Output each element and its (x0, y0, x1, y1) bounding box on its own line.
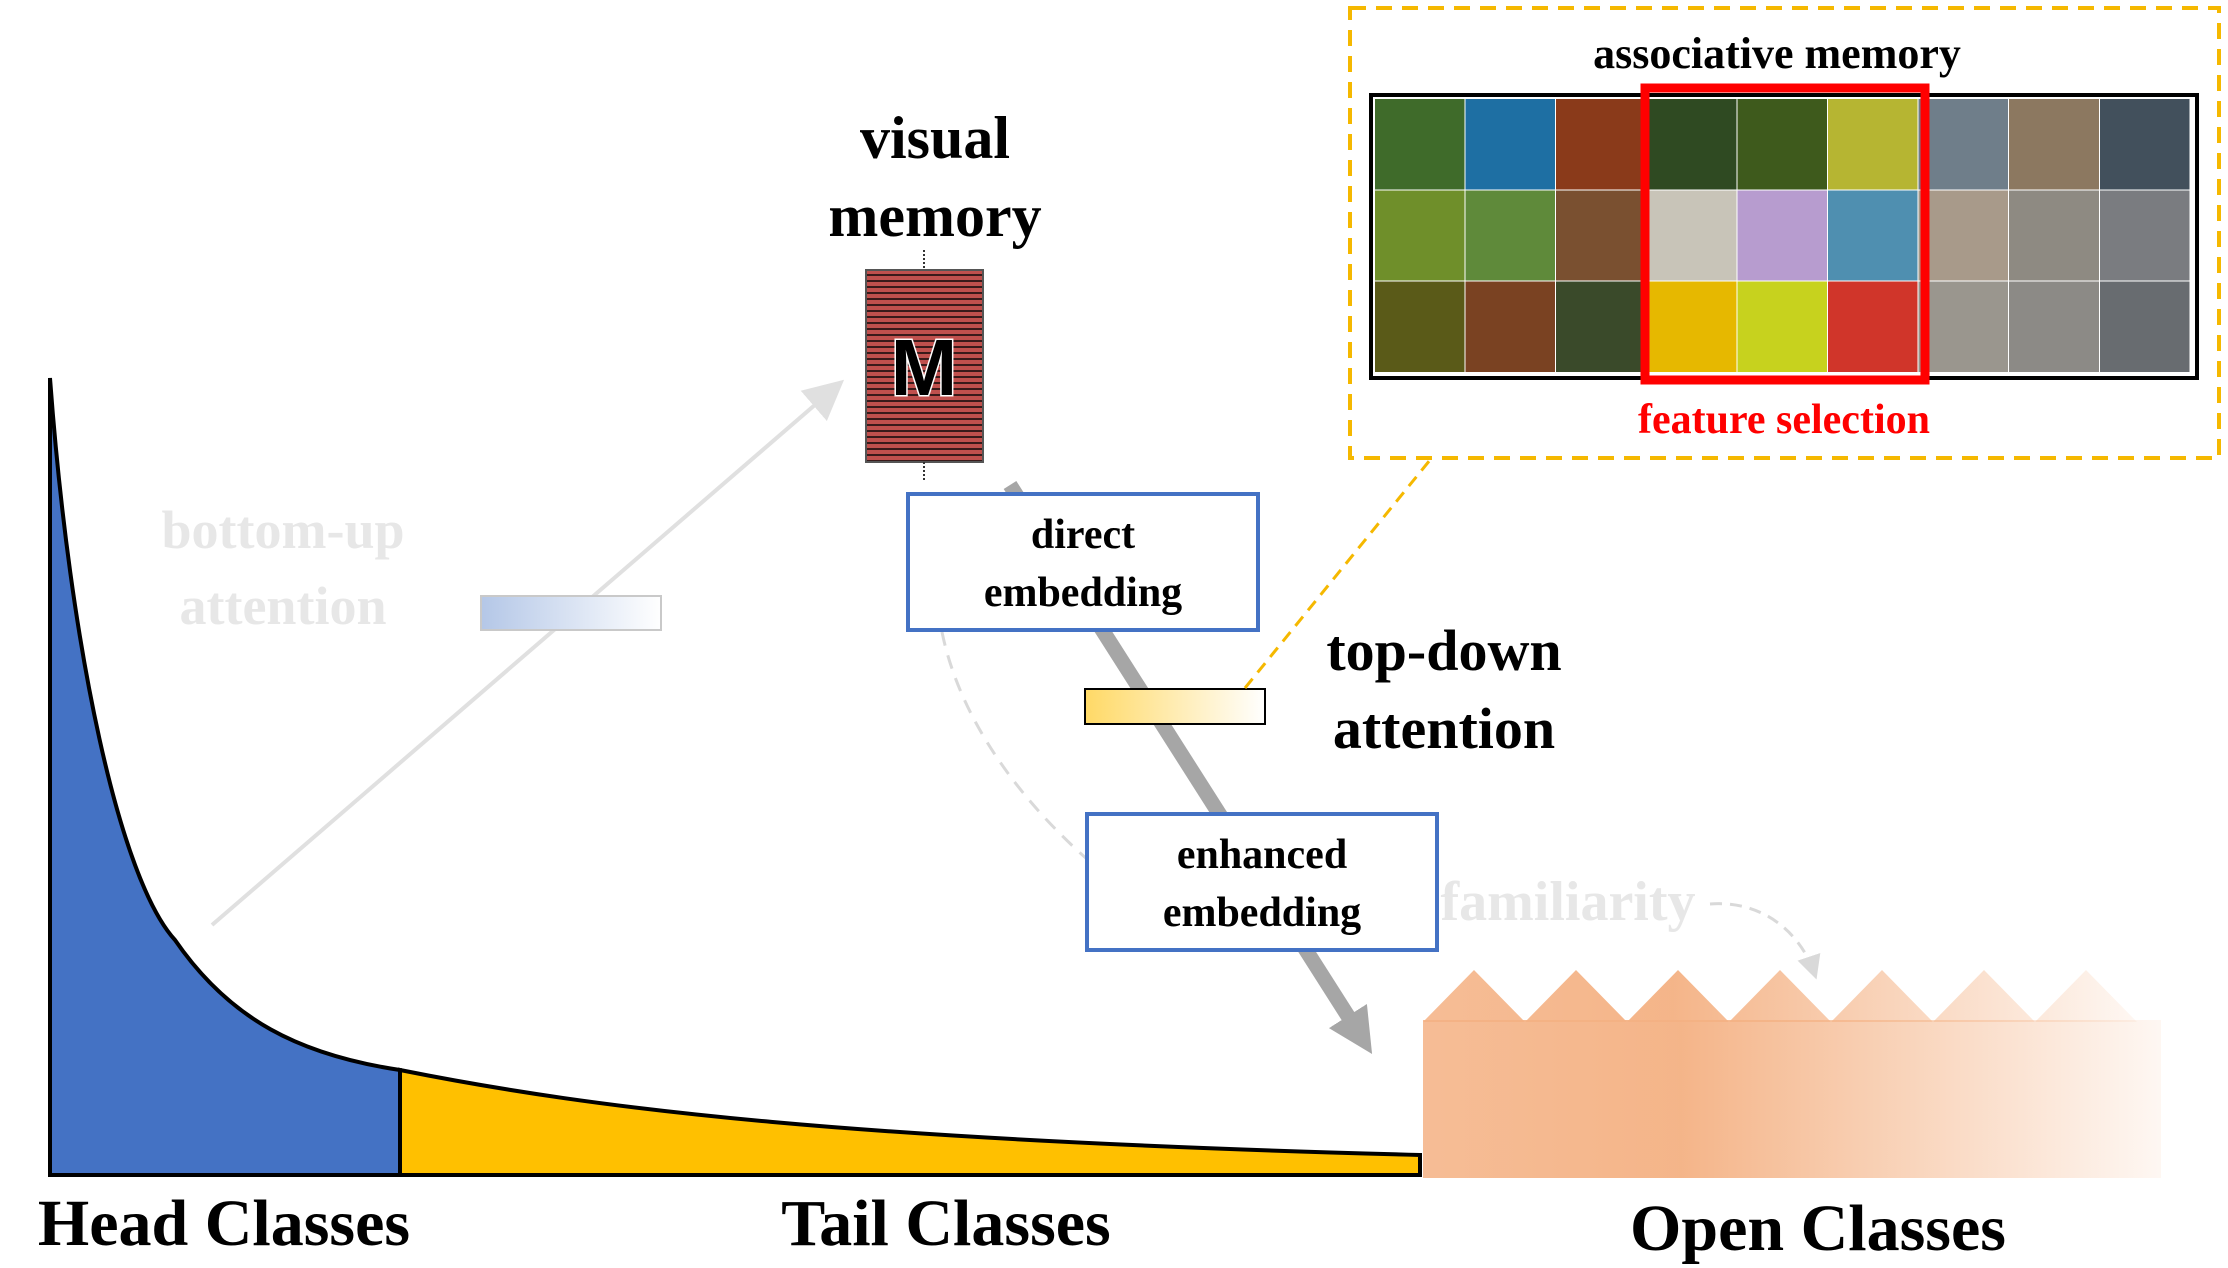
top-down-feature-bar (1084, 688, 1266, 725)
bottom-up-arrow (210, 379, 845, 927)
photo-tile (1646, 281, 1737, 372)
top-down-label-line2: attention (1333, 696, 1555, 761)
photo-tile (1556, 190, 1646, 281)
bottom-up-feature-bar (480, 595, 662, 631)
photo-tile (1556, 281, 1646, 372)
top-down-dashed-connector (1243, 459, 1432, 689)
photo-tile (2009, 190, 2099, 281)
photo-tile (1375, 99, 1465, 190)
open-classes-label: Open Classes (1630, 1192, 2006, 1265)
enhanced-embedding-box (1085, 812, 1439, 952)
familiarity-dashed-arrow (1709, 902, 1821, 980)
enhanced-embedding-label-line1: enhanced (1177, 832, 1347, 878)
direct-embedding-label-line2: embedding (984, 570, 1182, 616)
photo-grid (1375, 99, 2190, 372)
photo-tile (2099, 99, 2190, 190)
photo-tile (1646, 190, 1737, 281)
tail-classes-label: Tail Classes (781, 1187, 1110, 1260)
photo-tile (1828, 190, 1918, 281)
direct-embedding-label-line1: direct (1031, 512, 1135, 558)
photo-tile (1828, 281, 1918, 372)
visual-memory-block: M (865, 250, 984, 482)
photo-tile (1828, 99, 1918, 190)
photo-tile (1737, 281, 1827, 372)
photo-tile (1918, 281, 2009, 372)
photo-tile (1646, 99, 1737, 190)
photo-tile (2099, 281, 2190, 372)
feature-selection-label: feature selection (1638, 397, 1930, 443)
top-down-label-line1: top-down (1326, 618, 1561, 683)
photo-tile (2009, 281, 2099, 372)
photo-tile (1375, 190, 1465, 281)
feature-selection-frame (1640, 83, 1930, 385)
familiarity-label: familiarity (1440, 871, 1695, 933)
visual-memory-label-line2: memory (828, 183, 1041, 249)
photo-tile (1918, 99, 2009, 190)
photo-tile (2009, 99, 2099, 190)
photo-tile (1375, 281, 1465, 372)
photo-tile (1737, 99, 1827, 190)
photo-tile (1465, 190, 1556, 281)
tail-classes-area (398, 1067, 1422, 1177)
photo-tile (1465, 281, 1556, 372)
direct-embedding-box (906, 492, 1260, 632)
dashed-curve-direct-to-enhanced (940, 631, 1089, 862)
memory-symbol: M (891, 323, 958, 412)
enhanced-embedding-label-line2: embedding (1163, 890, 1361, 936)
photo-tile (1465, 99, 1556, 190)
photo-tile (1556, 99, 1646, 190)
open-classes-area (1423, 970, 2161, 1178)
bottom-up-label-line2: attention (180, 576, 387, 636)
head-classes-label: Head Classes (38, 1187, 410, 1260)
open-classes-spikes (1423, 970, 2137, 1022)
head-classes-area (48, 377, 402, 1177)
visual-memory-label-line1: visual (860, 105, 1010, 171)
associative-memory-panel (1348, 6, 2221, 460)
photo-tile (2099, 190, 2190, 281)
associative-memory-label: associative memory (1593, 29, 1961, 78)
photo-tile (1918, 190, 2009, 281)
photo-tile (1737, 190, 1827, 281)
bottom-up-label-line1: bottom-up (161, 500, 404, 560)
